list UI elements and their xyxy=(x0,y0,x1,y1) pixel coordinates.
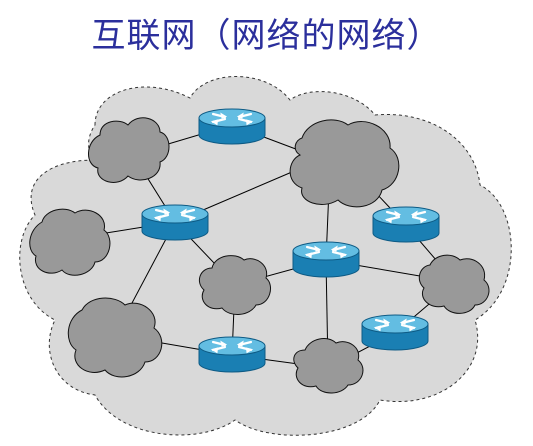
router-icon xyxy=(371,205,441,244)
router-icon xyxy=(140,203,210,242)
network-cloud xyxy=(418,254,490,314)
router-icon xyxy=(360,313,430,352)
network-cloud xyxy=(29,208,111,276)
slide-title: 互联网（网络的网络） xyxy=(91,16,442,56)
network-cloud xyxy=(293,338,364,394)
router-icon xyxy=(197,107,267,146)
network-clouds xyxy=(29,117,490,394)
network-cloud xyxy=(289,119,400,208)
network-cloud xyxy=(67,297,163,378)
network-cloud xyxy=(198,255,271,315)
network-cloud xyxy=(88,117,170,183)
router-icon xyxy=(197,335,267,374)
router-icon xyxy=(291,240,361,279)
